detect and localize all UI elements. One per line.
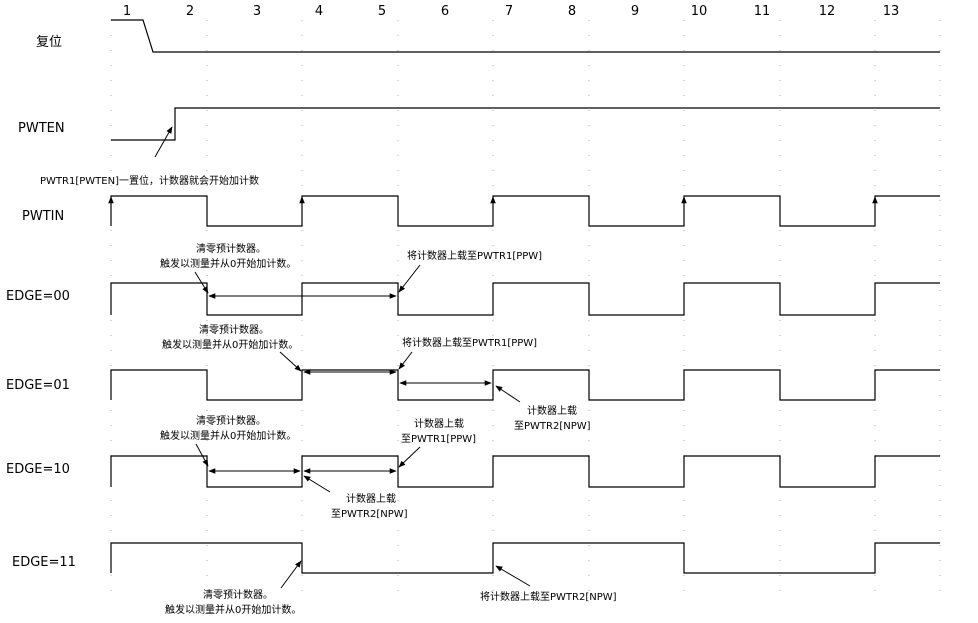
pwten-label: PWTEN bbox=[18, 121, 65, 136]
edge10-waveform bbox=[110, 455, 940, 488]
edge11-label: EDGE=11 bbox=[12, 555, 76, 570]
pwten-set-note: PWTR1[PWTEN]一置位，计数器就会开始加计数 bbox=[40, 174, 259, 187]
edge10-to-npw-note: 至PWTR2[NPW] bbox=[331, 508, 408, 520]
tick-label: 4 bbox=[315, 4, 323, 19]
edge01-label: EDGE=01 bbox=[6, 378, 70, 393]
pwtin-waveform bbox=[110, 195, 940, 227]
edge10-clear-note-line1: 清零预计数器。 bbox=[196, 414, 266, 427]
edge11-waveform bbox=[110, 542, 940, 574]
pwtin-rising-edge-arrows bbox=[108, 196, 878, 210]
edge01-clear-pointer bbox=[279, 351, 302, 372]
edge10-label: EDGE=10 bbox=[6, 462, 70, 477]
pwtin-label: PWTIN bbox=[22, 209, 64, 224]
edge00-clear-note-line1: 清零预计数器。 bbox=[196, 242, 266, 255]
edge11-clear-note-line2: 触发以测量并从0开始加计数。 bbox=[165, 603, 301, 616]
edge00-waveform bbox=[110, 282, 940, 316]
edge11-load-npw-note: 将计数器上载至PWTR2[NPW] bbox=[480, 590, 617, 603]
tick-label: 5 bbox=[378, 4, 386, 19]
tick-label: 9 bbox=[631, 4, 639, 19]
edge00-load-ppw-note: 将计数器上载至PWTR1[PPW] bbox=[407, 249, 542, 262]
tick-label: 1 bbox=[123, 4, 131, 19]
tick-label: 11 bbox=[754, 4, 771, 19]
edge10-clear-note-line2: 触发以测量并从0开始加计数。 bbox=[160, 429, 296, 442]
reset-waveform bbox=[111, 19, 940, 53]
guide-lines bbox=[110, 20, 941, 600]
edge11-load-pointer bbox=[495, 565, 531, 587]
edge11-clear-pointer bbox=[280, 560, 302, 589]
edge10-npw-pointer bbox=[303, 475, 331, 493]
pwten-annotation-arrow bbox=[154, 126, 173, 158]
edge01-clear-note-line2: 触发以测量并从0开始加计数。 bbox=[162, 338, 298, 351]
edge01-to-npw-note: 至PWTR2[NPW] bbox=[514, 420, 591, 432]
edge10-counter-load-note-2: 计数器上载 bbox=[346, 492, 396, 505]
pwten-waveform bbox=[111, 107, 940, 141]
tick-label: 13 bbox=[883, 4, 900, 19]
edge01-load-pointer bbox=[398, 351, 413, 370]
edge01-npw-pointer bbox=[495, 385, 521, 403]
edge10-clear-pointer bbox=[195, 443, 209, 467]
edge01-clear-note-line1: 清零预计数器。 bbox=[199, 323, 269, 336]
tick-label: 3 bbox=[253, 4, 261, 19]
edge00-load-pointer bbox=[398, 264, 421, 293]
edge00-clear-pointer bbox=[194, 271, 209, 294]
tick-label: 7 bbox=[505, 4, 513, 19]
edge10-counter-load-note: 计数器上载 bbox=[414, 417, 464, 430]
tick-label: 8 bbox=[568, 4, 576, 19]
tick-label: 10 bbox=[691, 4, 708, 19]
edge10-to-ppw-note: 至PWTR1[PPW] bbox=[401, 433, 476, 445]
edge01-load-ppw-note: 将计数器上载至PWTR1[PPW] bbox=[402, 336, 537, 349]
edge01-counter-load-note: 计数器上载 bbox=[527, 404, 577, 417]
tick-label: 6 bbox=[441, 4, 449, 19]
edge01-waveform bbox=[110, 369, 940, 401]
edge11-clear-note-line1: 清零预计数器。 bbox=[203, 588, 273, 601]
reset-label: 复位 bbox=[36, 35, 62, 50]
tick-labels: 1 2 3 4 5 6 7 8 9 10 11 12 13 bbox=[123, 4, 899, 19]
edge10-load-pointer bbox=[398, 446, 421, 468]
edge00-clear-note-line2: 触发以测量并从0开始加计数。 bbox=[160, 257, 296, 270]
edge00-label: EDGE=00 bbox=[6, 289, 70, 304]
tick-label: 2 bbox=[186, 4, 194, 19]
tick-label: 12 bbox=[819, 4, 836, 19]
